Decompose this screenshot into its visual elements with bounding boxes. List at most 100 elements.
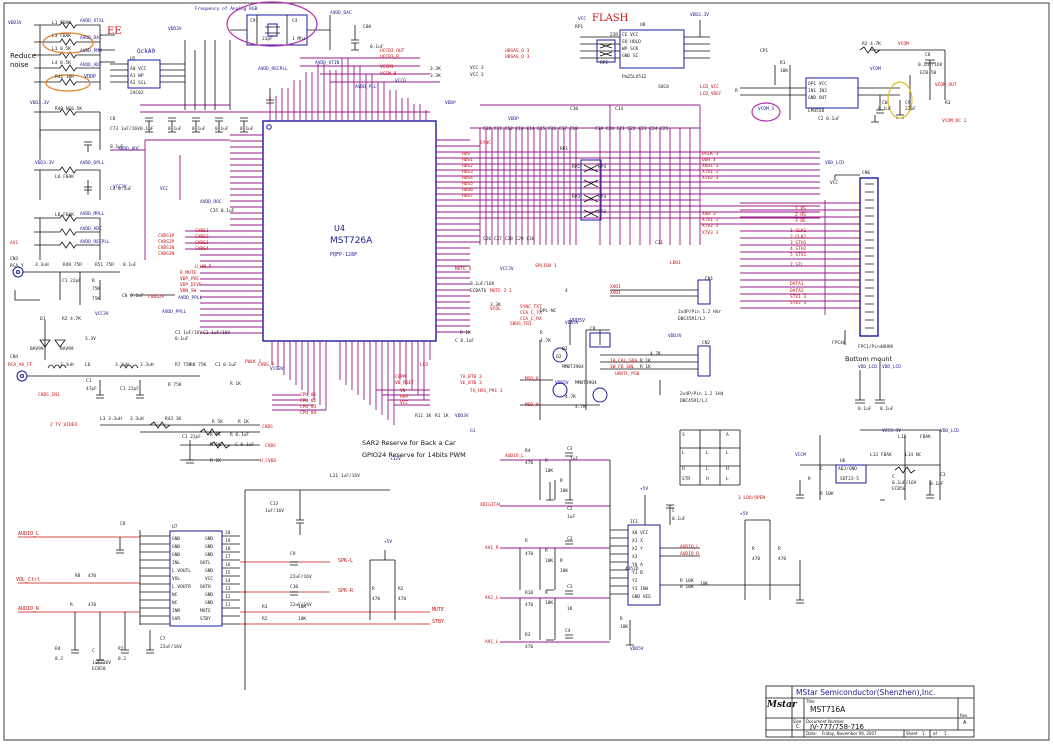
svg-text:GND: GND <box>205 600 213 606</box>
svg-text:R2: R2 <box>118 646 124 652</box>
svg-text:VDD5V: VDD5V <box>565 320 579 326</box>
svg-text:L: L <box>726 450 729 456</box>
svg-text:R7 75K: R7 75K <box>175 362 192 368</box>
svg-text:XVD1: XVD1 <box>610 290 621 296</box>
svg-text:470: 470 <box>88 573 96 579</box>
svg-text:L6 FBAK: L6 FBAK <box>55 174 74 180</box>
svg-text:VCOM_S: VCOM_S <box>758 106 775 112</box>
svg-text:CVBS_P: CVBS_P <box>258 362 275 368</box>
svg-text:VDD3V: VDD3V <box>8 20 22 26</box>
svg-text:INL: INL <box>172 560 180 566</box>
svg-text:VOL: VOL <box>172 576 180 582</box>
svg-text:75K: 75K <box>92 296 100 302</box>
svg-text:4 STH2: 4 STH2 <box>790 246 807 252</box>
svg-text:470: 470 <box>525 644 533 650</box>
svg-text:TA_H91_P91 1: TA_H91_P91 1 <box>470 388 503 394</box>
svg-text:CVBS2P: CVBS2P <box>158 239 175 245</box>
svg-text:VDD_LCD: VDD_LCD <box>882 364 901 370</box>
svg-text:ECB50: ECB50 <box>92 666 106 672</box>
svg-text:VCC3V: VCC3V <box>113 184 127 190</box>
svg-text:C9: C9 <box>905 100 911 106</box>
svg-text:AV2_L: AV2_L <box>485 595 499 601</box>
svg-text:GND: GND <box>205 568 213 574</box>
svg-text:VCC3V: VCC3V <box>95 311 109 317</box>
svg-text:HDS1: HDS1 <box>462 157 473 163</box>
svg-text:AVDD_DAC: AVDD_DAC <box>80 35 102 41</box>
svg-text:UCCB3_OUT: UCCB3_OUT <box>380 48 405 54</box>
svg-text:R51 75R: R51 75R <box>95 262 114 268</box>
svg-text:VDD_LCD: VDD_LCD <box>825 160 844 166</box>
svg-text:STR: STR <box>682 476 690 482</box>
svg-text:L: L <box>706 450 709 456</box>
svg-text:0.1uF: 0.1uF <box>140 126 154 132</box>
svg-text:VDD3V: VDD3V <box>668 333 682 339</box>
svg-text:22uF/16V: 22uF/16V <box>290 574 312 580</box>
svg-text:470: 470 <box>525 460 533 466</box>
svg-text:X3: X3 <box>632 554 638 560</box>
svg-text:22uF/16V: 22uF/16V <box>160 644 182 650</box>
svg-text:AVDD_DAC: AVDD_DAC <box>330 10 352 16</box>
svg-text:C: C <box>92 648 95 654</box>
svg-text:4: 4 <box>565 288 568 294</box>
svg-text:BAV99: BAV99 <box>30 346 44 352</box>
svg-text:CR: CR <box>590 326 596 332</box>
svg-text:C1 1uF/16V: C1 1uF/16V <box>203 330 230 336</box>
svg-text:RP4: RP4 <box>598 194 606 200</box>
svg-text:Frequency of Analog RGB: Frequency of Analog RGB <box>195 6 258 12</box>
net-vol-ctrl: VOL_Ctrl <box>16 577 41 583</box>
svg-text:Pm25LV512: Pm25LV512 <box>622 74 647 80</box>
top-capacitors <box>145 25 359 132</box>
svg-text:VDDP: VDDP <box>508 116 519 122</box>
svg-text:1 CLK1: 1 CLK1 <box>790 228 807 234</box>
svg-text:R: R <box>560 558 563 564</box>
svg-text:LCD_VREF: LCD_VREF <box>700 91 722 97</box>
svg-text:VDP_DIVF: VDP_DIVF <box>180 282 202 288</box>
net-mute: MUTE <box>432 607 445 613</box>
svg-text:R3: R3 <box>262 604 268 610</box>
svg-text:XVD1 3: XVD1 3 <box>702 163 719 169</box>
svg-text:DBC45R1/LJ: DBC45R1/LJ <box>680 398 707 404</box>
svg-text:Y1 B: Y1 B <box>632 570 643 576</box>
svg-text:0.1uF: 0.1uF <box>858 406 872 412</box>
svg-text:R: R <box>808 476 811 482</box>
main-chip-part: MST726A <box>330 236 373 246</box>
svg-text:C1: C1 <box>86 378 92 384</box>
svg-text:GND: GND <box>205 552 213 558</box>
svg-text:R8 75K: R8 75K <box>190 362 207 368</box>
svg-text:RP2: RP2 <box>600 60 608 66</box>
svg-text:R 10K: R 10K <box>680 578 694 584</box>
svg-text:HDS6: HDS6 <box>462 187 473 193</box>
svg-text:CVBS: CVBS <box>265 443 276 449</box>
svg-text:FPC40: FPC40 <box>832 340 846 346</box>
svg-text:RP3: RP3 <box>598 209 606 215</box>
svg-text:R: R <box>735 88 738 94</box>
svg-text:UARTL_PSB: UARTL_PSB <box>615 371 640 377</box>
svg-text:HDS3: HDS3 <box>462 169 473 175</box>
vddp-label: VDDP <box>84 74 97 80</box>
svg-text:AV1_L: AV1_L <box>485 639 499 645</box>
svg-text:470: 470 <box>88 602 96 608</box>
u4-bottom-pins <box>271 341 431 425</box>
svg-text:VCC3V: VCC3V <box>270 366 284 372</box>
svg-text:CVBS2: CVBS2 <box>195 234 209 240</box>
svg-text:XTV2 3: XTV2 3 <box>702 175 719 181</box>
svg-text:C: C <box>672 508 675 514</box>
svg-text:HDS2: HDS2 <box>462 163 473 169</box>
svg-text:MUTE: MUTE <box>200 608 211 614</box>
svg-text:C35 0.1uF: C35 0.1uF <box>210 208 235 214</box>
svg-text:1uF: 1uF <box>567 514 575 520</box>
svg-text:R 1K: R 1K <box>230 381 241 387</box>
svg-text:3 LDO/OPEN: 3 LDO/OPEN <box>738 495 765 501</box>
svg-text:R11 1K: R11 1K <box>415 413 432 419</box>
svg-text:CPU_01: CPU_01 <box>300 392 317 398</box>
svg-text:14: 14 <box>225 578 231 584</box>
svg-text:CVBS2N: CVBS2N <box>158 251 175 257</box>
svg-text:C 0.1uF: C 0.1uF <box>235 442 254 448</box>
svg-text:R: R <box>525 538 528 544</box>
svg-text:AVDD_MPLL: AVDD_MPLL <box>80 211 105 217</box>
svg-text:U6: U6 <box>840 458 846 464</box>
svg-text:R4: R4 <box>55 646 61 652</box>
svg-text:A1 WP: A1 WP <box>130 73 144 79</box>
rev-label: Rev <box>960 713 968 718</box>
svg-text:R2: R2 <box>262 616 268 622</box>
